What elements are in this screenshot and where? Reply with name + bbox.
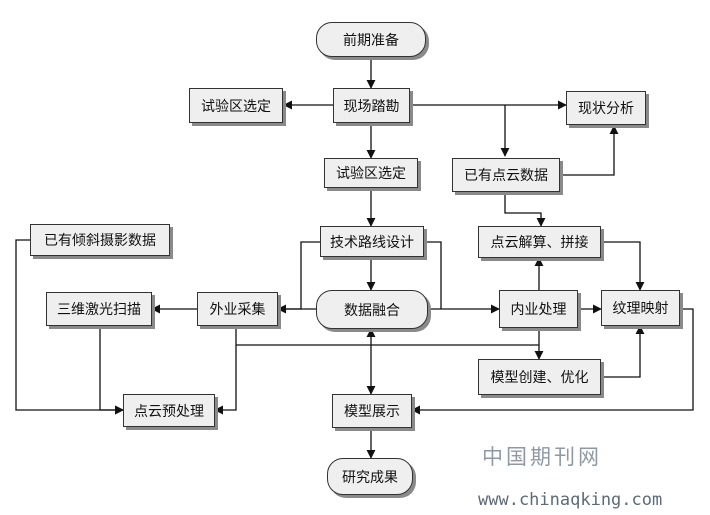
node-texture-map: 纹理映射 xyxy=(601,290,680,326)
node-model-build: 模型创建、优化 xyxy=(478,359,601,395)
node-tech-route: 技术路线设计 xyxy=(320,226,424,257)
node-survey: 现场踏勘 xyxy=(333,88,410,123)
node-pointcloud-solve: 点云解算、拼接 xyxy=(478,226,601,258)
node-office-process: 内业处理 xyxy=(499,290,578,328)
node-site-select-left: 试验区选定 xyxy=(189,88,283,123)
node-model-show: 模型展示 xyxy=(332,394,412,428)
node-pointcloud-preprocess: 点云预处理 xyxy=(123,394,215,427)
watermark-cn: 中国期刊网 xyxy=(482,445,602,469)
node-laser-scan: 三维激光扫描 xyxy=(46,292,152,326)
node-existing-oblique: 已有倾斜摄影数据 xyxy=(30,224,170,256)
node-site-select-center: 试验区选定 xyxy=(324,158,418,188)
node-data-fusion: 数据融合 xyxy=(316,290,428,329)
node-existing-pointcloud: 已有点云数据 xyxy=(452,158,560,192)
node-status-analysis: 现状分析 xyxy=(566,91,646,125)
watermark-url: www.chinaqking.com xyxy=(478,490,663,510)
node-results: 研究成果 xyxy=(327,458,413,495)
node-prep: 前期准备 xyxy=(316,22,426,57)
node-field-collect: 外业采集 xyxy=(197,292,278,326)
